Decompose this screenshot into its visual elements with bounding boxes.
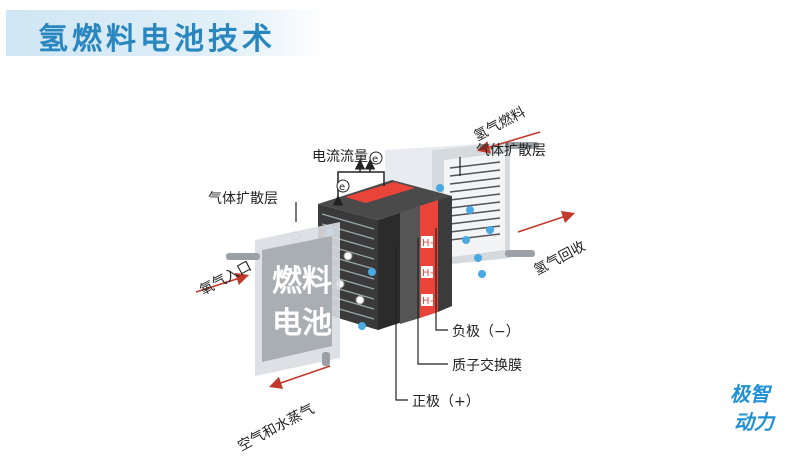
flow-arrows [195, 131, 576, 389]
proton-label: H+ [422, 238, 438, 249]
proton-label: H+ [422, 296, 438, 307]
page-title: 氢燃料电池技术 [38, 22, 276, 57]
electron-label: e [372, 154, 378, 165]
brand-logo: 极智 动力 [728, 378, 780, 436]
fuel-cell-diagram: H+ H+ H+ e e [195, 131, 576, 401]
left-pipes [226, 253, 330, 366]
proton-label: H+ [422, 268, 438, 279]
title-banner: 氢燃料电池技术 [6, 10, 328, 57]
leader-lines [295, 157, 461, 401]
electron-symbols: e e [336, 151, 383, 193]
membrane-label: 质子交换膜 [452, 358, 522, 374]
proton-labels: H+ H+ H+ [421, 236, 438, 307]
current-flow-label: 电流流量 [312, 149, 368, 165]
panel-text-line1: 燃料 [272, 264, 332, 299]
gas-diffusion-layer-right-label: 气体扩散层 [476, 143, 546, 159]
left-end-plate [255, 222, 340, 376]
brand-line1: 极智 [730, 382, 770, 406]
right-pipes [505, 142, 539, 257]
electron-label: e [339, 182, 345, 193]
brand-line2: 动力 [734, 410, 774, 434]
anode-label: 负极（−） [452, 324, 520, 340]
cathode-label: 正极（+） [412, 394, 480, 410]
panel-text-line2: 电池 [272, 306, 332, 341]
gas-diffusion-layer-left-label: 气体扩散层 [208, 191, 278, 207]
